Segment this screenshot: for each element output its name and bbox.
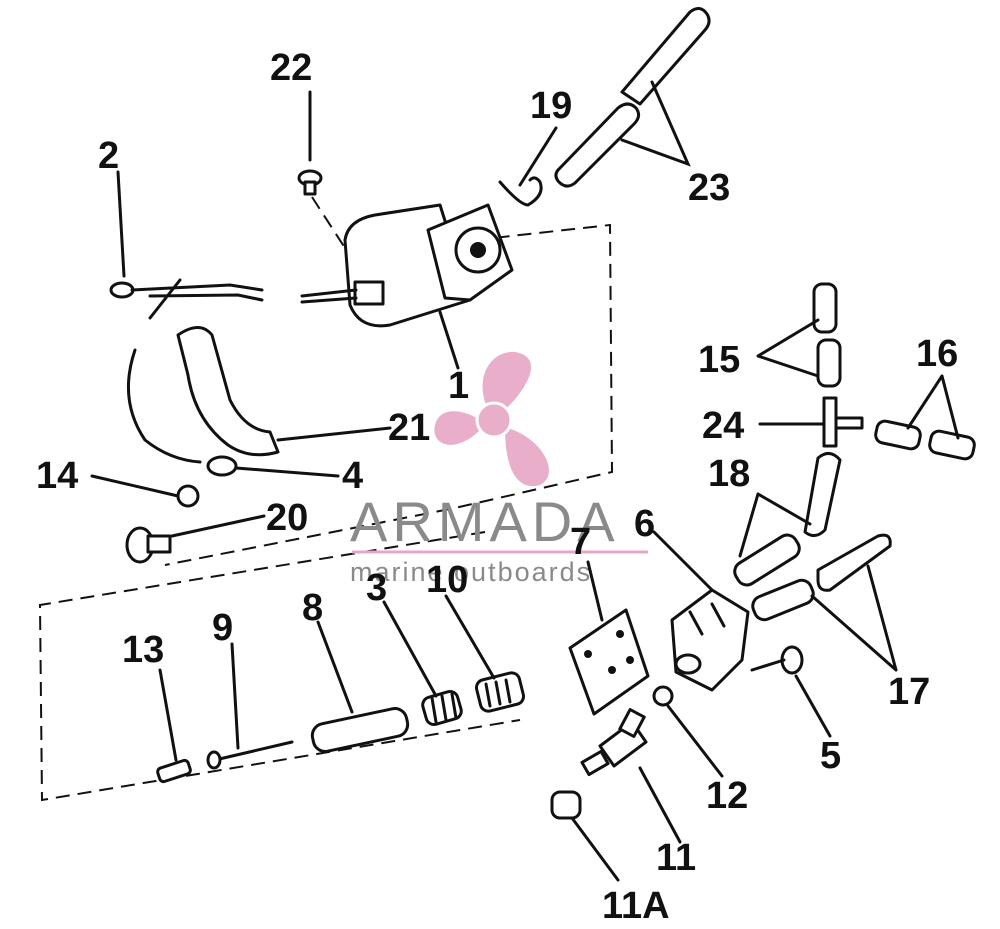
leader-4 bbox=[234, 466, 340, 478]
leader-7 bbox=[586, 560, 604, 622]
upper-group-boundary bbox=[164, 223, 614, 566]
leader-20 bbox=[170, 514, 266, 538]
leader-9 bbox=[230, 642, 240, 750]
part-8-sleeve bbox=[310, 707, 410, 753]
part-19-clamp bbox=[498, 176, 543, 207]
part-1-motor bbox=[300, 203, 514, 328]
leader-6 bbox=[652, 530, 714, 592]
callout-16: 16 bbox=[916, 333, 958, 375]
part-5-screw bbox=[750, 645, 804, 675]
watermark-tagline: marine outboards bbox=[350, 557, 592, 587]
callout-7: 7 bbox=[570, 521, 591, 563]
callout-11a: 11A bbox=[602, 885, 670, 927]
part-17-hose-a bbox=[816, 533, 892, 592]
callout-3: 3 bbox=[366, 567, 387, 609]
part-16-hose-b bbox=[928, 429, 976, 461]
part-14-washer bbox=[176, 484, 200, 508]
part-22-leader-dash bbox=[311, 196, 346, 249]
part-21-bracket bbox=[176, 326, 280, 457]
leader-18 bbox=[738, 492, 812, 558]
callout-20: 20 bbox=[266, 497, 308, 539]
callout-6: 6 bbox=[634, 503, 655, 545]
lower-group-boundary bbox=[38, 531, 521, 802]
part-10-bearing bbox=[474, 671, 526, 713]
callout-2: 2 bbox=[98, 135, 119, 177]
leader-19 bbox=[518, 126, 558, 187]
callout-4: 4 bbox=[342, 455, 363, 497]
part-11-fitting bbox=[580, 708, 648, 777]
part-12-washer bbox=[652, 685, 674, 707]
leader-12 bbox=[666, 704, 724, 778]
leader-16 bbox=[906, 374, 960, 440]
callout-22: 22 bbox=[270, 47, 312, 89]
part-22-screw bbox=[297, 169, 323, 196]
leader-17 bbox=[810, 564, 898, 672]
callout-1: 1 bbox=[448, 365, 469, 407]
armada-logo bbox=[434, 351, 549, 487]
leader-14 bbox=[90, 474, 180, 498]
callout-13: 13 bbox=[122, 629, 164, 671]
part-18-hose-upper bbox=[803, 452, 842, 537]
callout-11: 11 bbox=[656, 837, 696, 879]
callout-10: 10 bbox=[426, 559, 468, 601]
part-7-gasket bbox=[568, 608, 650, 716]
callout-5: 5 bbox=[820, 735, 841, 777]
watermark-brand: ARMADA bbox=[350, 490, 620, 553]
leader-15 bbox=[756, 318, 820, 378]
part-13-spring bbox=[156, 758, 192, 784]
leader-11 bbox=[638, 766, 682, 844]
leader-23 bbox=[620, 80, 691, 167]
part-24-tee-fitting bbox=[822, 396, 864, 448]
callout-8: 8 bbox=[302, 587, 323, 629]
part-4-ground-wire bbox=[126, 348, 238, 477]
leader-10 bbox=[444, 594, 496, 680]
callout-17: 17 bbox=[888, 671, 930, 713]
callout-24: 24 bbox=[702, 405, 744, 447]
part-16-hose-a bbox=[874, 419, 922, 451]
leader-11a bbox=[570, 816, 620, 882]
callout-19: 19 bbox=[530, 85, 572, 127]
callout-15: 15 bbox=[698, 339, 740, 381]
part-17-hose-b bbox=[751, 578, 815, 622]
callout-9: 9 bbox=[212, 607, 233, 649]
leader-8 bbox=[316, 620, 354, 714]
part-2-wire bbox=[109, 278, 264, 320]
callout-12: 12 bbox=[706, 775, 748, 817]
leader-5 bbox=[794, 674, 832, 738]
part-23-hoses bbox=[554, 7, 711, 188]
part-15-hose-lower bbox=[816, 338, 842, 388]
leader-13 bbox=[158, 668, 178, 762]
callout-23: 23 bbox=[688, 167, 730, 209]
callout-14: 14 bbox=[36, 455, 78, 497]
part-11a-cap bbox=[550, 790, 582, 820]
part-9-pin bbox=[206, 740, 294, 770]
leader-2 bbox=[116, 170, 126, 278]
leader-3 bbox=[382, 600, 438, 698]
callout-18: 18 bbox=[708, 453, 750, 495]
part-20-screw bbox=[125, 526, 172, 564]
part-18-hose-lower bbox=[733, 533, 801, 587]
callout-21: 21 bbox=[388, 407, 430, 449]
part-3-spring bbox=[421, 689, 463, 727]
leader-21 bbox=[276, 426, 392, 442]
leader-1 bbox=[438, 310, 460, 370]
part-15-hose-upper bbox=[812, 282, 838, 334]
part-6-pump-body bbox=[670, 588, 750, 692]
